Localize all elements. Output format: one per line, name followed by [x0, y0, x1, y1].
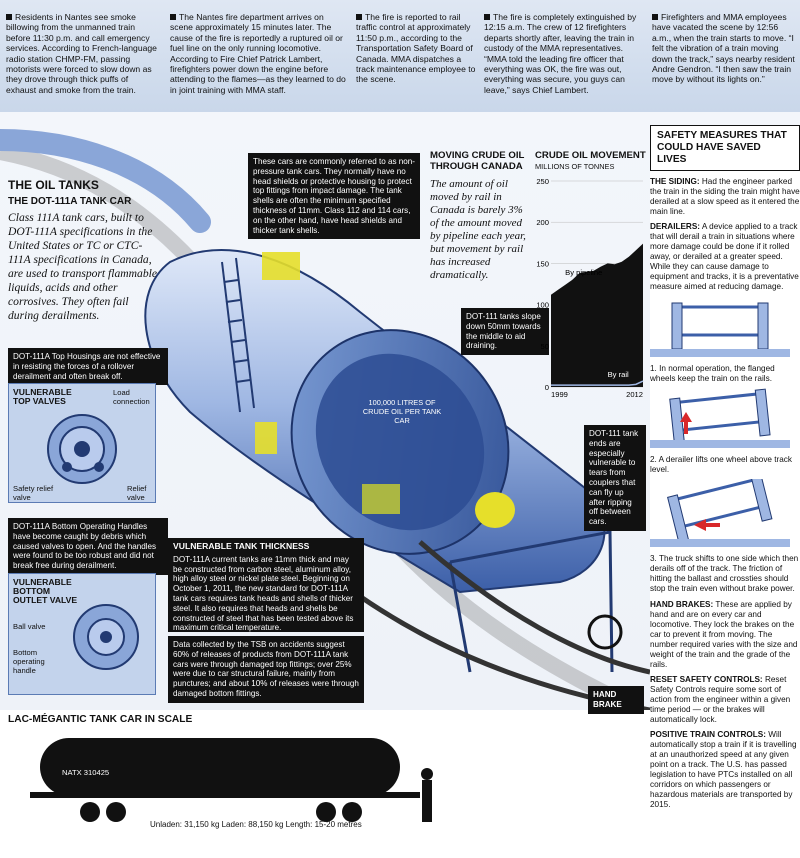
bullet-square-icon	[170, 14, 176, 20]
x-tick-label: 2012	[626, 390, 643, 399]
top-valve-diagram-icon	[47, 414, 117, 484]
bullet-square-icon	[6, 14, 12, 20]
top-valves-inset: VULNERABLE TOP VALVES Load connection Sa…	[8, 383, 156, 503]
timeline-item-5: Firefighters and MMA employees have vaca…	[652, 12, 795, 85]
bottom-valve-title: VULNERABLE BOTTOM OUTLET VALVE	[13, 577, 78, 605]
derailer-step1-diagram-icon	[650, 302, 790, 357]
car-id-label: NATX 310425	[62, 768, 110, 777]
derailer-step2-diagram-icon	[650, 388, 790, 448]
derailer-step3-diagram-icon	[650, 473, 790, 547]
top-valve-highlight	[262, 252, 300, 280]
bullet-square-icon	[484, 14, 490, 20]
bottom-valve-inset: VULNERABLE BOTTOM OUTLET VALVE Ball valv…	[8, 573, 156, 695]
bullet-square-icon	[652, 14, 658, 20]
rail-line	[551, 380, 644, 386]
hand-brake-label: HAND BRAKE	[588, 686, 644, 714]
shell-highlight	[255, 422, 277, 454]
derailer-step2: 2. A derailer lifts one wheel above trac…	[650, 455, 792, 474]
oil-tanks-heading: THE OIL TANKS	[8, 178, 99, 192]
bottom-valve-diagram-icon	[73, 604, 139, 670]
ball-valve-label: Ball valve	[13, 622, 46, 631]
oil-tanks-body: Class 111A tank cars, built to DOT-111A …	[8, 211, 157, 322]
derailers-item: DERAILERS: A device applied to a track t…	[650, 222, 799, 291]
oil-tanks-subheading: THE DOT-111A TANK CAR	[8, 196, 132, 207]
hand-brake-wheel-icon	[587, 614, 623, 650]
moving-oil-panel: MOVING CRUDE OIL THROUGH CANADA The amou…	[430, 150, 530, 282]
siding-item: THE SIDING: Had the engineer parked the …	[650, 177, 800, 216]
top-housing-note: DOT-111A Top Housings are not effective …	[8, 348, 168, 386]
y-tick-label: 250	[536, 177, 549, 186]
non-pressure-callout: These cars are commonly referred to as n…	[248, 153, 420, 240]
pipeline-area	[551, 243, 643, 387]
x-tick-label: 1999	[551, 390, 568, 399]
relief-valve-label: Relief valve	[127, 484, 147, 502]
scale-tank-car-silhouette	[30, 738, 433, 822]
tank-ends-callout: DOT-111 tank ends are especially vulnera…	[584, 425, 646, 531]
chart-ylabel: MILLIONS OF TONNES	[535, 162, 615, 171]
y-tick-label: 0	[545, 383, 549, 392]
timeline-item-4: The fire is completely extinguished by 1…	[484, 12, 637, 95]
tank-end-cutaway	[315, 353, 485, 531]
coupler-highlight	[475, 492, 515, 528]
tsb-callout: Data collected by the TSB on accidents s…	[168, 636, 364, 703]
series-label-rail: By rail	[608, 370, 629, 379]
tank-car-illustration	[0, 129, 650, 710]
scale-caption: Unladen: 31,150 kg Laden: 88,150 kg Leng…	[150, 820, 362, 829]
timeline-item-3: The fire is reported to rail traffic con…	[356, 12, 476, 85]
hand-brakes-item: HAND BRAKES: These are applied by hand a…	[650, 600, 798, 669]
crude-oil-chart-header: CRUDE OIL MOVEMENT MILLIONS OF TONNES	[535, 150, 647, 171]
bullet-square-icon	[356, 14, 362, 20]
y-tick-label: 150	[536, 259, 549, 268]
safety-relief-label: Safety relief valve	[13, 484, 54, 502]
scale-title: LAC-MÉGANTIC TANK CAR IN SCALE	[8, 714, 193, 725]
derailer-step1: 1. In normal operation, the flanged whee…	[650, 364, 775, 383]
safety-title: SAFETY MEASURES THAT COULD HAVE SAVED LI…	[650, 125, 800, 171]
chart-title: CRUDE OIL MOVEMENT	[535, 150, 646, 161]
distant-tank-cars	[0, 129, 211, 233]
safety-measures-column: SAFETY MEASURES THAT COULD HAVE SAVED LI…	[650, 125, 800, 847]
bottom-handle-label: Bottom operating handle	[13, 648, 45, 675]
crude-oil-chart: 0 50 100 150 200 250 By pipeline By rail 1999 201…	[536, 177, 644, 399]
slope-callout: DOT-111 tanks slope down 50mm towards th…	[461, 308, 549, 356]
top-valves-title: VULNERABLE TOP VALVES	[13, 387, 72, 406]
y-tick-label: 200	[536, 218, 549, 227]
timeline-item-2: The Nantes fire department arrives on sc…	[170, 12, 346, 95]
ladder	[221, 257, 255, 413]
reset-controls-item: RESET SAFETY CONTROLS: Reset Safety Cont…	[650, 675, 791, 724]
y-tick-label: 100	[536, 301, 549, 310]
ptc-item: POSITIVE TRAIN CONTROLS: Will automatica…	[650, 730, 797, 809]
y-tick-label: 50	[541, 342, 549, 351]
oil-tanks-intro: THE OIL TANKS THE DOT-111A TANK CAR Clas…	[8, 178, 158, 323]
timeline-item-1: Residents in Nantes see smoke billowing …	[6, 12, 157, 95]
load-connection-label: Load connection	[113, 388, 150, 406]
derailer-step3: 3. The truck shifts to one side which th…	[650, 554, 799, 593]
thickness-body: DOT-111A current tanks are 11mm thick an…	[173, 554, 354, 633]
series-label-pipeline: By pipeline	[565, 268, 602, 277]
litres-label: 100,000 LITRES OF CRUDE OIL PER TANK CAR	[362, 398, 442, 425]
bottom-handles-note: DOT-111A Bottom Operating Handles have b…	[8, 518, 168, 575]
bottom-valve-highlight	[362, 484, 400, 514]
moving-oil-body: The amount of oil moved by rail in Canad…	[430, 178, 526, 281]
thickness-box: VULNERABLE TANK THICKNESS DOT-111A curre…	[168, 538, 364, 632]
moving-oil-title: MOVING CRUDE OIL THROUGH CANADA	[430, 150, 525, 172]
rail-right	[418, 540, 650, 675]
thickness-title: VULNERABLE TANK THICKNESS	[173, 541, 310, 551]
timeline-strip: Residents in Nantes see smoke billowing …	[0, 0, 800, 112]
